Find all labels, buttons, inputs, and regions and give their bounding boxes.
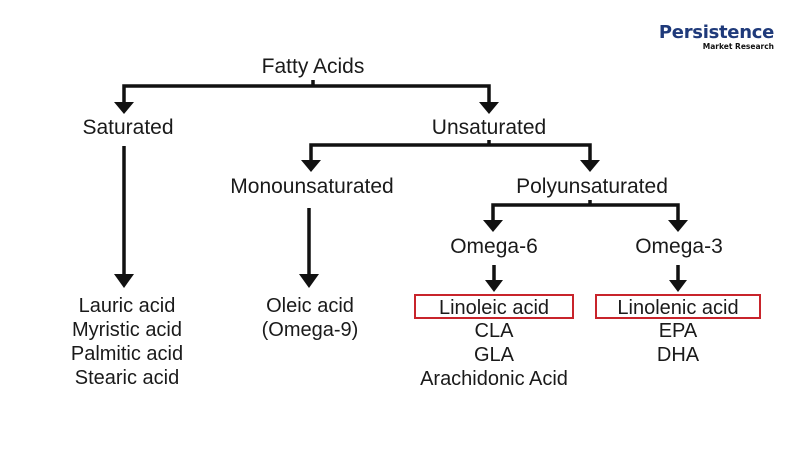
example-item: Lauric acid [78, 295, 176, 317]
example-item: Myristic acid [71, 319, 183, 341]
example-item: (Omega-9) [261, 319, 359, 341]
unsaturated-bracket [309, 143, 592, 165]
node-saturated: Saturated [82, 116, 174, 139]
node-fatty-acids: Fatty Acids [261, 55, 365, 78]
arrow-head-oleic [299, 274, 319, 288]
example-item: DHA [656, 344, 700, 366]
arrow-head-poly [580, 160, 600, 172]
node-unsaturated: Unsaturated [431, 116, 547, 139]
example-item: Oleic acid [266, 295, 354, 317]
node-omega-3: Omega-3 [635, 235, 723, 258]
poly-bracket [491, 203, 680, 225]
brand-logo: Persistence Market Research [658, 22, 774, 52]
example-item: Arachidonic Acid [420, 368, 568, 390]
example-item: Stearic acid [74, 367, 180, 389]
node-monounsaturated: Monounsaturated [230, 175, 394, 198]
omega-6-examples: Linoleic acid CLA GLA Arachidonic Acid [414, 294, 574, 391]
example-item: GLA [473, 344, 515, 366]
arrow-head-saturated [114, 102, 134, 114]
root-bracket [122, 84, 491, 109]
brand-tagline: Market Research [702, 42, 774, 51]
arrow-head-omega6 [483, 220, 503, 232]
node-omega-6: Omega-6 [450, 235, 538, 258]
monounsaturated-examples: Oleic acid (Omega-9) [262, 294, 359, 342]
brand-name: Persistence [658, 22, 774, 43]
example-item: Palmitic acid [70, 343, 184, 365]
highlighted-linoleic-acid: Linoleic acid [414, 294, 574, 319]
arrow-head-unsaturated [479, 102, 499, 114]
example-item: EPA [658, 320, 698, 342]
arrow-head-linoleic [485, 280, 503, 292]
saturated-examples: Lauric acid Myristic acid Palmitic acid … [71, 294, 183, 390]
arrow-head-linolenic [669, 280, 687, 292]
highlighted-linolenic-acid: Linolenic acid [595, 294, 761, 319]
arrow-head-mono [301, 160, 321, 172]
arrow-head-saturated-list [114, 274, 134, 288]
example-item: CLA [474, 320, 514, 342]
arrow-head-omega3 [668, 220, 688, 232]
omega-3-examples: Linolenic acid EPA DHA [595, 294, 761, 367]
node-polyunsaturated: Polyunsaturated [516, 175, 668, 198]
